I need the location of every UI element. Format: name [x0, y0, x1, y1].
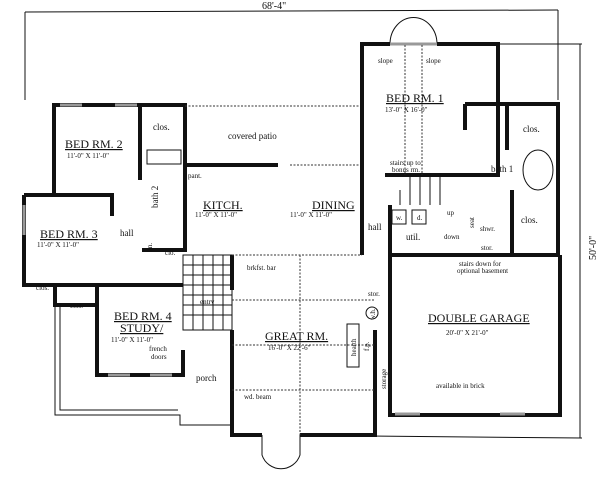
bed-room-3-size: 11'-0" X 11'-0": [37, 241, 79, 249]
walls: [22, 16, 562, 470]
stairs-up-small-label: up: [447, 209, 455, 217]
covered-patio-label: covered patio: [228, 131, 277, 141]
bed-room-4-name: BED RM. 4: [114, 309, 172, 323]
dryer-label: d.: [417, 214, 423, 222]
bed-room-1-name: BED RM. 1: [386, 91, 444, 105]
depth-dimension: 50'-0": [588, 236, 599, 260]
water-heater-icon: [365, 306, 379, 320]
french-doors-label-1: french: [149, 345, 167, 353]
stairs-up-label-2: bonus rm.: [392, 166, 420, 174]
water-heater-label: w.h.: [369, 308, 377, 320]
linen-label: lin.: [146, 243, 154, 252]
bed-room-3-name: BED RM. 3: [40, 227, 98, 241]
french-doors-label-2: doors: [151, 353, 167, 361]
bed-room-1-size: 13'-0" X 16'-0": [385, 106, 428, 114]
entry-label: entry: [200, 298, 215, 306]
garage-size: 20'-0" X 21'-0": [446, 329, 489, 337]
width-dimension: 68'-4": [262, 1, 286, 12]
bed-room-4-size: 11'-0" X 11'-0": [111, 336, 153, 344]
bed-room-2-size: 11'-0" X 11'-0": [67, 152, 109, 160]
available-in-brick-label: available in brick: [436, 382, 485, 390]
slope-label-left: slope: [378, 57, 393, 65]
great-room-size: 16'-0" X 22'-6": [268, 344, 311, 352]
fireplace-label: f.p.: [363, 341, 371, 351]
bed-room-2-name: BED RM. 2: [65, 137, 123, 151]
seat-label: seat: [468, 217, 476, 228]
dining-size: 11'-0" X 11'-0": [290, 211, 332, 219]
hearth-label: hearth: [350, 338, 358, 356]
dining-name: DINING: [312, 198, 355, 212]
bath-1-closet-top: clos.: [523, 124, 540, 134]
bath-2-label: bath 2: [150, 186, 160, 208]
closet-small-label: clo.: [165, 249, 176, 257]
porch-label: porch: [196, 373, 217, 383]
stairs-down-label-1: stairs down for: [459, 260, 502, 268]
bed-room-4-closet: clos.: [70, 302, 83, 310]
slope-label-right: slope: [426, 57, 441, 65]
bath-1-closet-bottom: clos.: [521, 215, 538, 225]
bed-room-3-closet: clos.: [36, 284, 49, 292]
storage-small-label: stor.: [368, 290, 380, 298]
breakfast-bar-label: brkfst. bar: [247, 264, 276, 272]
utility-label: util.: [406, 232, 420, 242]
hall-right-label: hall: [368, 222, 382, 232]
hall-left-label: hall: [120, 228, 134, 238]
washer-label: w.: [396, 214, 403, 222]
stairs-down-label-2: optional basement: [457, 267, 508, 275]
stairs-down-small-label: down: [444, 233, 460, 241]
great-room-name: GREAT RM.: [265, 329, 328, 343]
garage-name: DOUBLE GARAGE: [428, 311, 530, 325]
pantry-label: pant.: [188, 172, 202, 180]
stairs-up-label-1: stairs up to: [390, 159, 421, 167]
dimension-lines: [24, 9, 583, 439]
bed-room-4-name2: STUDY/: [120, 321, 164, 335]
hearth-shape: [346, 323, 360, 368]
storage-label: storage: [380, 369, 388, 389]
wood-beam-label: wd. beam: [244, 393, 272, 401]
bath-1-label: bath 1: [491, 164, 513, 174]
shower-label: shwr.: [480, 225, 495, 233]
kitchen-size: 11'-0" X 11'-0": [195, 211, 237, 219]
storage-top-label: stor.: [481, 244, 493, 252]
kitchen-name: KITCH.: [203, 198, 243, 212]
bed-room-2-closet: clos.: [153, 122, 170, 132]
